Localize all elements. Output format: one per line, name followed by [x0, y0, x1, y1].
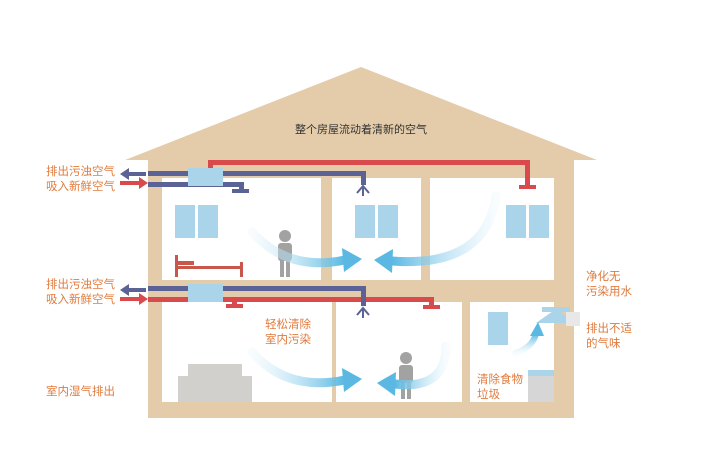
fresh-air-duct-lower	[148, 297, 434, 302]
window-lower-right	[488, 312, 508, 345]
label-exhaust-upper: 排出污浊空气	[46, 164, 115, 178]
label-clean-indoor-line2: 室内污染	[265, 332, 311, 346]
exhaust-arrow-lower	[120, 284, 146, 296]
airflow-arrow-lower-right	[377, 341, 451, 396]
label-food-line1: 清除食物	[477, 372, 523, 386]
ventilation-unit-upper	[188, 168, 223, 186]
exhaust-duct-upper	[148, 171, 366, 176]
airflow-arrow-kitchen	[512, 322, 544, 356]
fresh-air-outlet-lower-left	[232, 301, 237, 306]
label-food-line2: 垃圾	[477, 387, 500, 401]
exhaust-outlet-upper	[232, 189, 249, 193]
window-upper-right	[506, 205, 549, 238]
kitchen-counter	[528, 370, 554, 402]
range-hood	[536, 307, 580, 326]
title: 整个房屋流动着清新的空气	[295, 122, 427, 136]
airflow-arrow-lower-left	[247, 347, 362, 392]
label-purify-line2: 污染用水	[586, 284, 632, 298]
airflow-arrow-upper-right	[374, 191, 501, 273]
side-arrows	[120, 168, 148, 305]
person-lower	[399, 352, 413, 399]
exhaust-vent-icon-upper	[356, 184, 370, 196]
fresh-air-outlet-lower	[423, 305, 440, 309]
label-clean-indoor-line1: 轻松清除	[265, 317, 311, 331]
intake-arrow-lower	[120, 293, 148, 305]
airflow-arrows	[247, 191, 544, 396]
label-intake-lower: 吸入新鲜空气	[46, 292, 115, 306]
fresh-air-duct-upper	[208, 160, 530, 165]
exhaust-riser-lower	[361, 286, 366, 306]
exhaust-vent-icon-lower	[356, 306, 370, 318]
fresh-air-drop-right-upper	[525, 160, 530, 186]
windows	[175, 205, 549, 345]
label-intake-upper: 吸入新鲜空气	[46, 179, 115, 193]
airflow-arrow-upper-left	[247, 227, 362, 272]
fresh-air-drop-lower	[429, 297, 434, 307]
bed	[175, 255, 243, 277]
window-upper-left	[175, 205, 218, 238]
exhaust-arrow-upper	[120, 168, 146, 180]
label-humidity: 室内湿气排出	[46, 384, 115, 398]
ventilation-unit-lower	[188, 284, 223, 302]
fresh-air-outlet-lower-left-b	[226, 304, 243, 308]
label-odor-line2: 的气味	[586, 336, 621, 350]
exhaust-duct-lower	[148, 286, 366, 291]
intake-arrow-upper	[120, 177, 148, 189]
roof	[125, 67, 597, 160]
exhaust-drop-upper	[239, 182, 244, 192]
fresh-air-outlet-right-upper	[519, 185, 536, 189]
label-purify-line1: 净化无	[586, 269, 621, 283]
sofa	[178, 364, 252, 402]
window-upper-mid	[355, 205, 398, 238]
label-exhaust-lower: 排出污浊空气	[46, 277, 115, 291]
label-odor-line1: 排出不适	[586, 321, 632, 335]
duct-system-lower	[148, 284, 440, 318]
exhaust-riser-upper	[361, 171, 366, 185]
duct-system-upper	[148, 160, 536, 196]
